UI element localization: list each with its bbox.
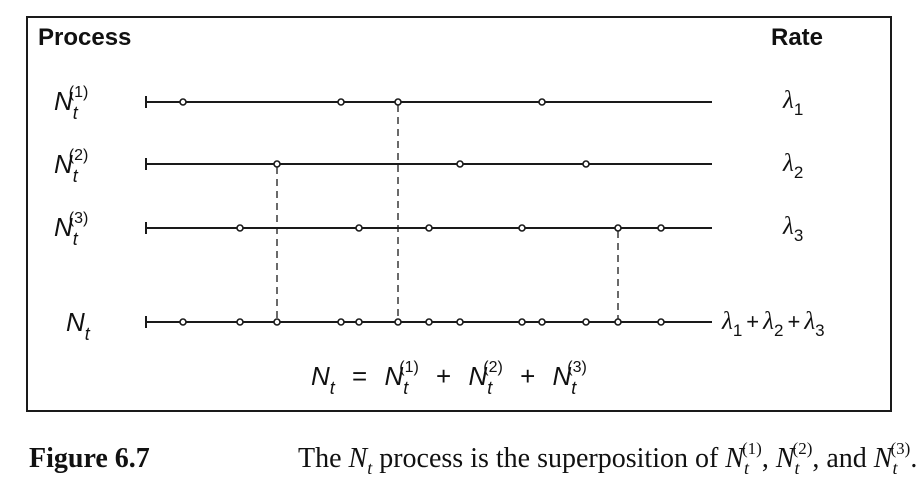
- process-2-event: [273, 160, 281, 168]
- superposition-event: [518, 318, 526, 326]
- superposition-event: [394, 318, 402, 326]
- superposition-event: [456, 318, 464, 326]
- process-column-header: Process: [38, 24, 132, 51]
- process-3-event: [657, 224, 665, 232]
- process-2-event: [582, 160, 590, 168]
- process-2-event: [456, 160, 464, 168]
- rate-label-1: λ1: [783, 87, 804, 119]
- superposition-event: [273, 318, 281, 326]
- process-1-event: [179, 98, 187, 106]
- process-label-3: Nt(3): [54, 210, 89, 249]
- process-3-event: [355, 224, 363, 232]
- superposition-event: [337, 318, 345, 326]
- process-3-event: [614, 224, 622, 232]
- superposition-event: [355, 318, 363, 326]
- rate-label-total: λ1+λ2+λ3: [722, 308, 825, 340]
- superposition-event: [657, 318, 665, 326]
- process-1-event: [538, 98, 546, 106]
- process-3-event: [518, 224, 526, 232]
- figure-frame: [26, 16, 892, 412]
- rate-label-2: λ2: [783, 150, 804, 182]
- process-label-total: Nt: [66, 307, 90, 344]
- superposition-event: [179, 318, 187, 326]
- figure-caption: The Nt process is the superposition of N…: [298, 439, 918, 478]
- process-3-event: [236, 224, 244, 232]
- superposition-event: [236, 318, 244, 326]
- process-label-1: Nt(1): [54, 84, 89, 123]
- figure-caption-label: Figure 6.7: [29, 443, 150, 474]
- superposition-event: [425, 318, 433, 326]
- superposition-event: [538, 318, 546, 326]
- superposition-event: [614, 318, 622, 326]
- process-3-event: [425, 224, 433, 232]
- process-1-event: [337, 98, 345, 106]
- rate-column-header: Rate: [771, 24, 824, 51]
- superposition-equation: Nt = Nt(1) + Nt(2) + Nt(3): [311, 359, 587, 398]
- superposition-event: [582, 318, 590, 326]
- rate-label-3: λ3: [783, 213, 804, 245]
- process-label-2: Nt(2): [54, 147, 89, 186]
- process-1-event: [394, 98, 402, 106]
